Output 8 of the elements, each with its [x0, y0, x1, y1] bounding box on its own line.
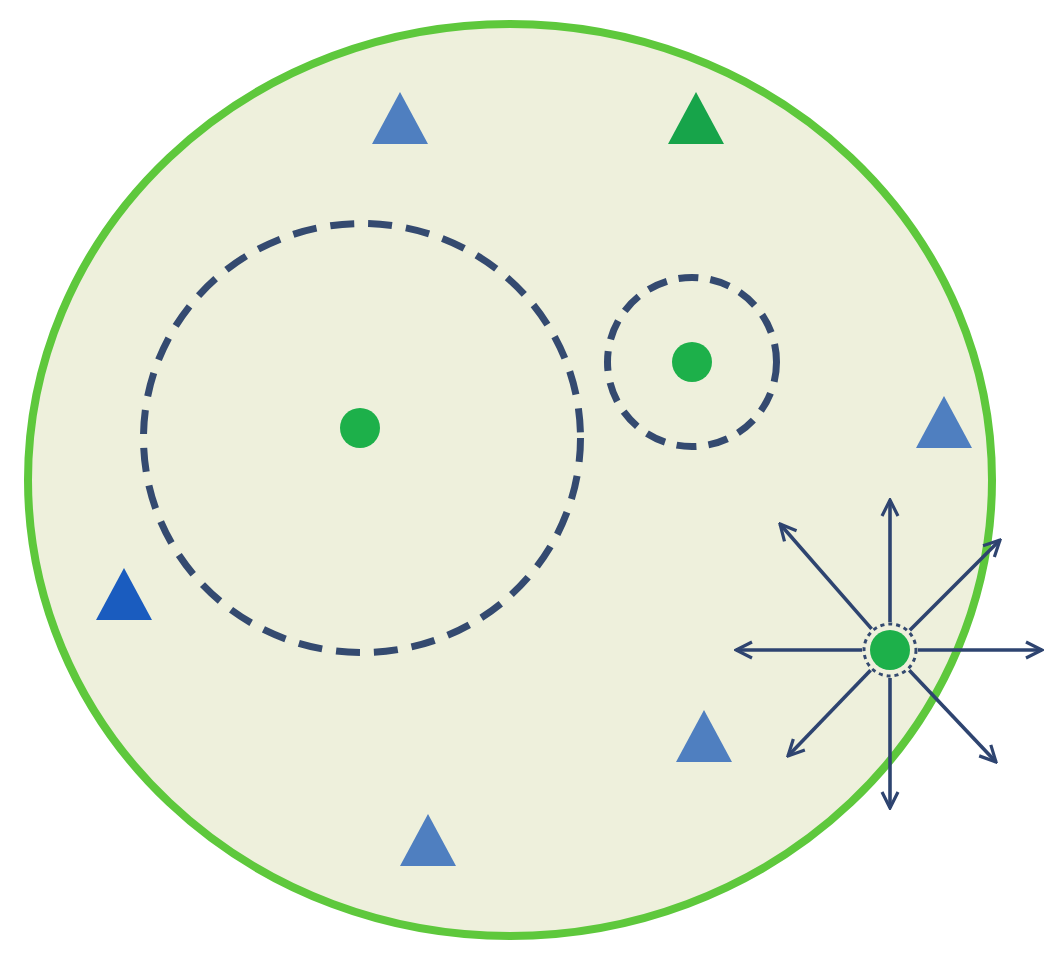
arrow: [918, 640, 1044, 660]
arrow: [786, 668, 872, 758]
arrow: [734, 640, 862, 660]
arrow: [907, 669, 998, 764]
arrow: [880, 498, 900, 622]
arrow: [880, 678, 900, 810]
arrow: [778, 522, 873, 631]
arrow: [908, 538, 1002, 632]
